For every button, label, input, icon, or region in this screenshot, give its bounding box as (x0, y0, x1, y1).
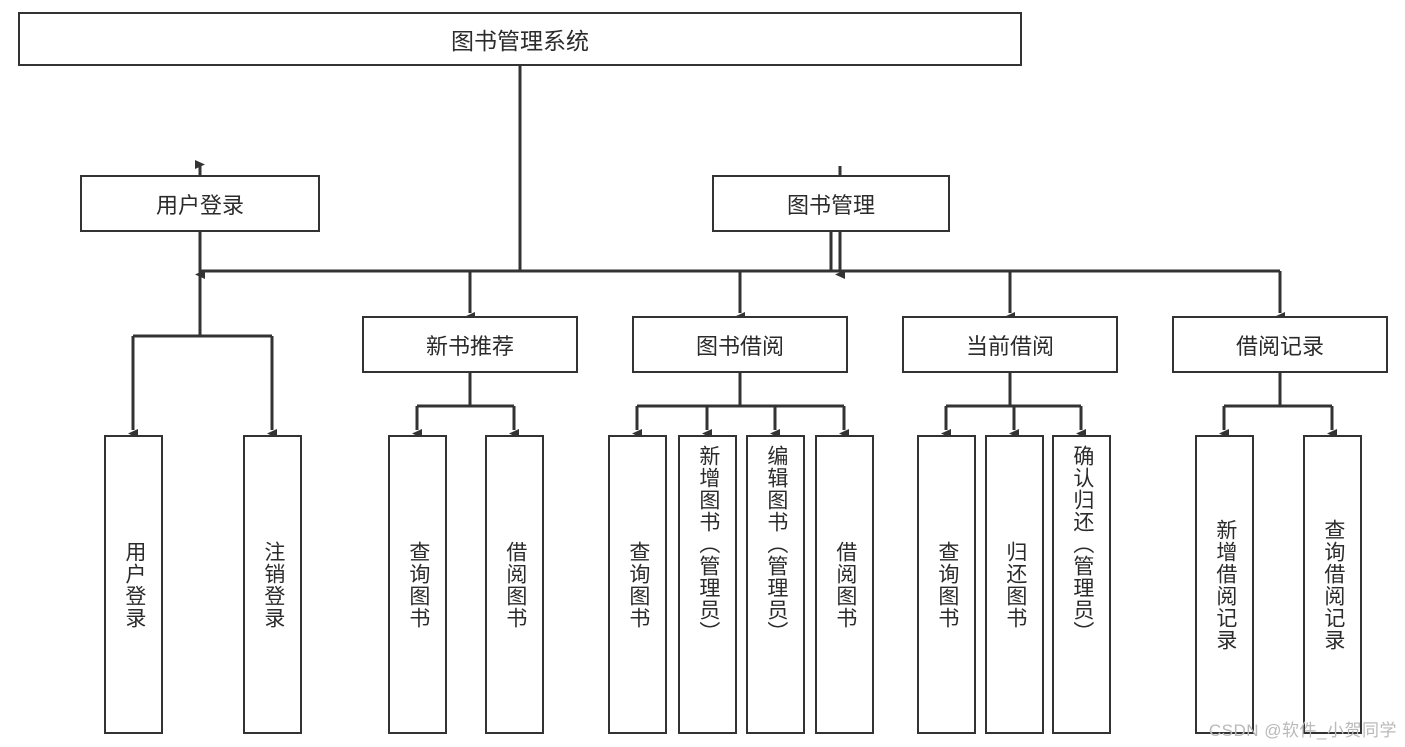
leaf-borrow-book-recommend-label: 借阅图书 (503, 540, 527, 629)
leaf-query-borrow-record-label: 查询借阅记录 (1321, 518, 1345, 651)
leaf-return-book-label: 归还图书 (1003, 540, 1027, 629)
node-new-book-recommend-label: 新书推荐 (425, 333, 514, 359)
watermark: CSDN @软件_小贺同学 (1208, 721, 1397, 740)
node-user-login[interactable]: 用户登录 (80, 175, 320, 232)
leaf-confirm-return-admin-label: 确认归还（管理员） (1070, 445, 1094, 643)
leaf-borrow-book-recommend[interactable]: 借阅图书 (485, 435, 544, 734)
leaf-edit-book-admin[interactable]: 编辑图书（管理员） (746, 435, 805, 734)
leaf-query-book-borrow[interactable]: 查询图书 (608, 435, 667, 734)
leaf-query-borrow-record[interactable]: 查询借阅记录 (1303, 435, 1362, 734)
leaf-logout-label: 注销登录 (261, 540, 285, 629)
node-user-login-label: 用户登录 (155, 192, 244, 218)
leaf-add-book-admin-label: 新增图书（管理员） (696, 445, 720, 643)
node-new-book-recommend[interactable]: 新书推荐 (362, 316, 578, 373)
leaf-add-borrow-record[interactable]: 新增借阅记录 (1195, 435, 1254, 734)
leaf-borrow-book-label: 借阅图书 (833, 540, 857, 629)
leaf-query-book-recommend-label: 查询图书 (406, 540, 430, 629)
leaf-query-book-recommend[interactable]: 查询图书 (388, 435, 447, 734)
leaf-return-book[interactable]: 归还图书 (985, 435, 1044, 734)
leaf-query-book-borrow-label: 查询图书 (626, 540, 650, 629)
leaf-add-book-admin[interactable]: 新增图书（管理员） (678, 435, 737, 734)
node-current-borrow-label: 当前借阅 (965, 333, 1054, 359)
node-borrow-record[interactable]: 借阅记录 (1172, 316, 1388, 373)
node-current-borrow[interactable]: 当前借阅 (902, 316, 1118, 373)
node-book-management[interactable]: 图书管理 (712, 175, 950, 232)
node-root-label: 图书管理系统 (451, 28, 589, 54)
leaf-add-borrow-record-label: 新增借阅记录 (1213, 518, 1237, 651)
leaf-confirm-return-admin[interactable]: 确认归还（管理员） (1052, 435, 1111, 734)
leaf-query-book-current[interactable]: 查询图书 (917, 435, 976, 734)
leaf-edit-book-admin-label: 编辑图书（管理员） (764, 445, 788, 643)
node-book-management-label: 图书管理 (786, 192, 875, 218)
leaf-user-login-label: 用户登录 (122, 540, 146, 629)
leaf-query-book-current-label: 查询图书 (935, 540, 959, 629)
node-book-borrow-label: 图书借阅 (695, 333, 784, 359)
node-borrow-record-label: 借阅记录 (1235, 333, 1324, 359)
leaf-borrow-book[interactable]: 借阅图书 (815, 435, 874, 734)
leaf-logout[interactable]: 注销登录 (243, 435, 302, 734)
leaf-user-login[interactable]: 用户登录 (104, 435, 163, 734)
node-root[interactable]: 图书管理系统 (18, 12, 1022, 66)
node-book-borrow[interactable]: 图书借阅 (632, 316, 848, 373)
